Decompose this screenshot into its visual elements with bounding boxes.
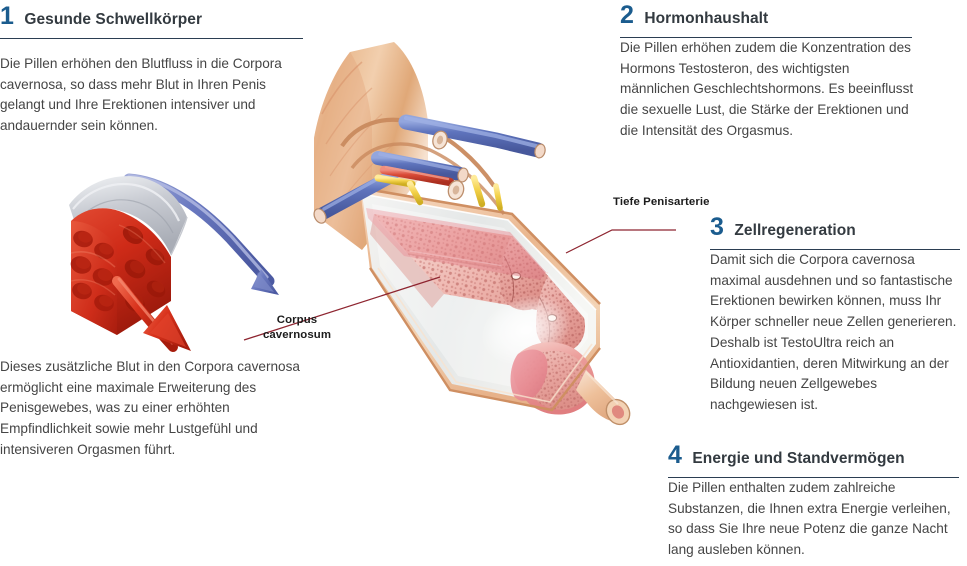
section-2-hormone-balance: 2 Hormonhaushalt Die Pillen erhöhen zude… xyxy=(620,3,913,142)
section-3-title: Zellregeneration xyxy=(734,222,856,239)
callout-label-corpus-cavernosum: Corpus cavernosum xyxy=(252,313,342,342)
section-3-heading: 3 Zellregeneration xyxy=(710,215,960,240)
section-2-heading: 2 Hormonhaushalt xyxy=(620,3,913,28)
section-1-divider xyxy=(0,38,303,39)
section-2-body: Die Pillen erhöhen zudem die Konzentrati… xyxy=(620,40,914,138)
section-4-body: Die Pillen enthalten zudem zahlreiche Su… xyxy=(668,480,951,558)
section-2-number: 2 xyxy=(620,1,634,29)
callout-label-deep-penile-artery: Tiefe Penisarterie xyxy=(613,196,710,208)
penis-cross-section-illustration xyxy=(300,18,640,428)
dorsal-artery xyxy=(379,165,455,187)
section-1-title: Gesunde Schwellkörper xyxy=(24,11,203,28)
section-1-body: Die Pillen erhöhen den Blutfluss in die … xyxy=(0,56,282,134)
callout-label-corpus-line2: cavernosum xyxy=(262,328,332,341)
callout-label-corpus-line1: Corpus xyxy=(276,314,318,326)
corpus-spongiosum-and-urethra xyxy=(510,342,631,426)
arterial-inflow-arrow xyxy=(112,276,191,352)
section-4-title: Energie und Standvermögen xyxy=(692,450,905,467)
section-3-body: Damit sich die Corpora cavernosa maximal… xyxy=(710,252,957,412)
dorsal-neurovascular-bundle xyxy=(313,114,546,224)
section-1-healthy-erectile-tissue: 1 Gesunde Schwellkörper Die Pillen erhöh… xyxy=(0,4,305,150)
section-1-body-continued-block: Dieses zusätzliche Blut in den Corpora c… xyxy=(0,357,310,461)
section-1-body-continued: Dieses zusätzliche Blut in den Corpora c… xyxy=(0,359,300,457)
dorsal-vein-secondary xyxy=(371,151,469,183)
section-3-cell-regeneration: 3 Zellregeneration Damit sich die Corpor… xyxy=(710,215,960,416)
cavernous-sinusoid-block xyxy=(70,208,171,335)
section-4-heading: 4 Energie und Standvermögen xyxy=(668,443,960,468)
section-2-divider xyxy=(620,37,912,38)
dorsal-nerve xyxy=(374,174,503,211)
section-3-divider xyxy=(710,249,960,250)
section-1-number: 1 xyxy=(0,2,14,30)
section-3-number: 3 xyxy=(710,213,724,241)
section-4-energy-stamina: 4 Energie und Standvermögen Die Pillen e… xyxy=(668,443,960,561)
section-2-title: Hormonhaushalt xyxy=(644,10,769,27)
tunica-albuginea xyxy=(69,176,188,256)
urethra-tube xyxy=(576,370,631,426)
corpus-cavernosum-detail-illustration xyxy=(55,165,285,355)
section-4-number: 4 xyxy=(668,441,682,469)
dorsal-vein xyxy=(398,114,546,159)
section-1-heading: 1 Gesunde Schwellkörper xyxy=(0,4,305,29)
section-4-divider xyxy=(668,477,959,478)
